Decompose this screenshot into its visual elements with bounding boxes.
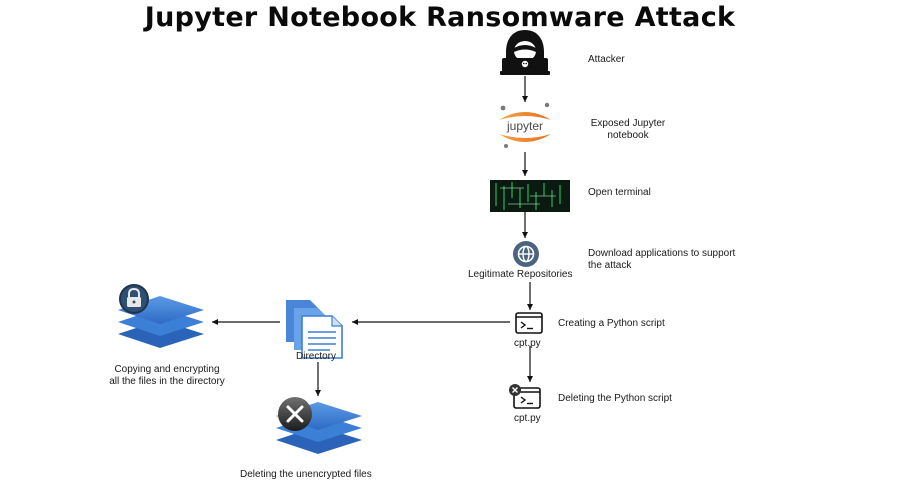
exposed-notebook-label-line1: Exposed Jupyter [590,118,666,129]
script-terminal-window-icon [515,312,543,334]
deleted-script-filename-label: cpt.py [514,413,541,424]
download-applications-label-line1: Download applications to support [588,248,736,259]
open-terminal-label: Open terminal [588,187,651,198]
padlock-icon [119,284,149,314]
deleting-unencrypted-label: Deleting the unencrypted files [240,469,372,480]
delete-x-icon [278,397,312,431]
diagram-title: Jupyter Notebook Ransomware Attack [144,2,736,33]
copying-encrypting-label-line2: all the files in the directory [109,376,225,387]
download-applications-label: Download applications to support the att… [588,248,735,272]
download-applications-label-line2: the attack [588,260,632,271]
script-filename-label: cpt.py [514,338,541,349]
small-delete-x-icon [509,384,521,396]
globe-icon [513,241,539,267]
directory-label: Directory [296,351,337,362]
hacker-icon [500,30,550,75]
legitimate-repositories-label: Legitimate Repositories [468,269,573,280]
deleted-script-terminal-window-icon [513,387,541,409]
copying-encrypting-label-line1: Copying and encrypting [114,364,220,375]
attacker-label: Attacker [588,54,625,65]
flow-arrows [212,76,533,396]
exposed-notebook-label: Exposed Jupyter notebook [578,118,678,142]
exposed-notebook-label-line2: notebook [607,130,649,141]
deleting-script-label: Deleting the Python script [558,393,672,404]
jupyter-logo: jupyter [499,102,551,148]
jupyter-logo-text: jupyter [506,119,543,133]
copying-encrypting-label: Copying and encrypting all the files in … [82,364,252,388]
terminal-screen-icon [490,180,570,212]
creating-script-label: Creating a Python script [558,318,665,329]
documents-icon [286,300,343,359]
